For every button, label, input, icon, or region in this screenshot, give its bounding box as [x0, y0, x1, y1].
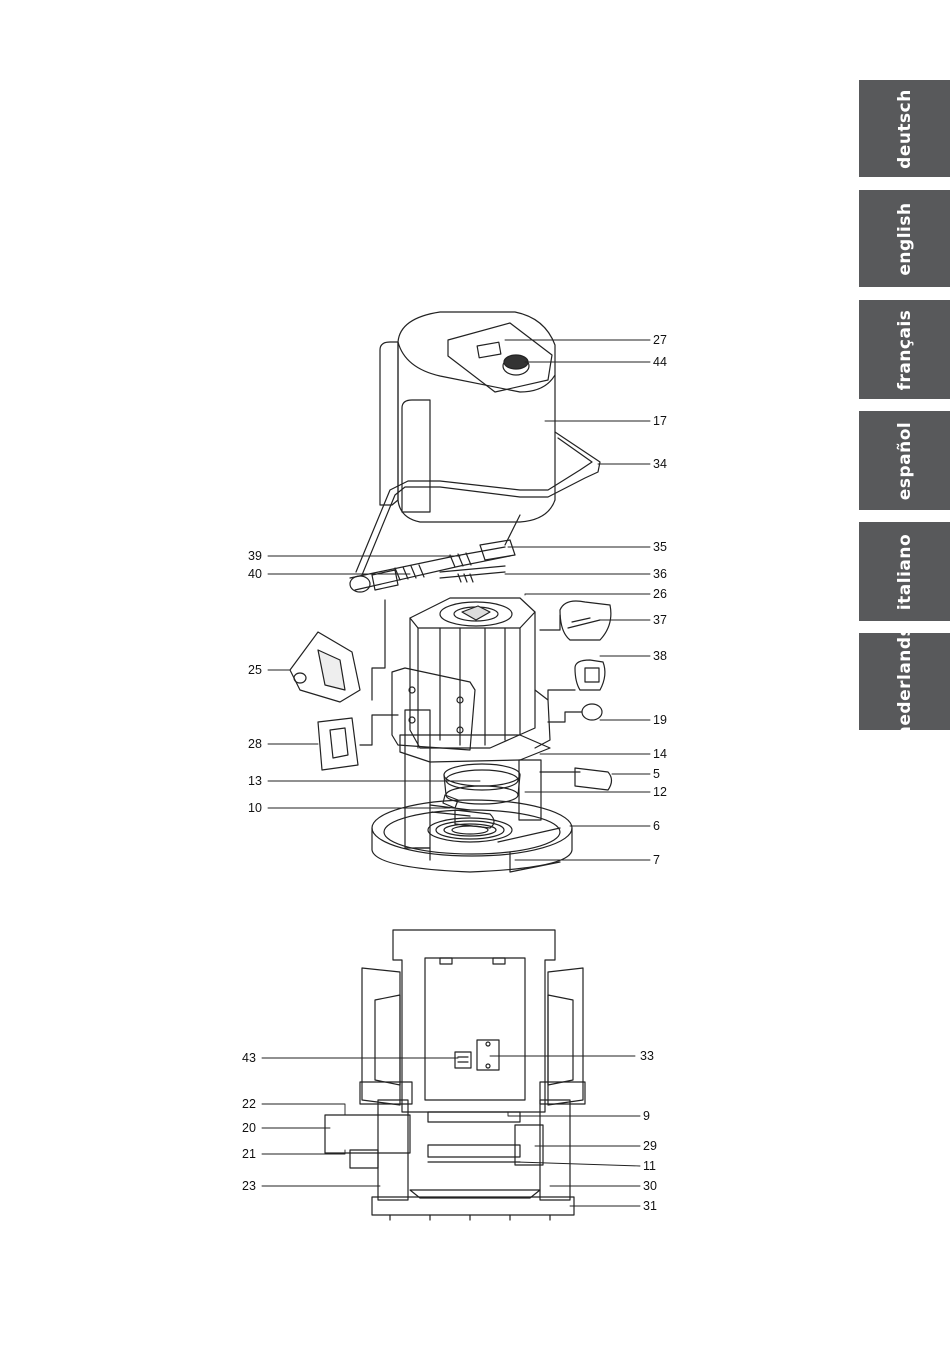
- callout-14: 14: [653, 747, 667, 761]
- callout-19: 19: [653, 713, 667, 727]
- callout-39: 39: [248, 549, 262, 563]
- callout-38: 38: [653, 649, 667, 663]
- callout-35: 35: [653, 540, 667, 554]
- callout-5: 5: [653, 767, 660, 781]
- callout-22: 22: [242, 1097, 256, 1111]
- callout-33: 33: [640, 1049, 654, 1063]
- callout-40: 40: [248, 567, 262, 581]
- callout-17: 17: [653, 414, 667, 428]
- callout-12: 12: [653, 785, 667, 799]
- bottom-view-callouts: 43 33 22 9 20 29 21 11 23 30 31: [242, 1049, 657, 1213]
- callout-36: 36: [653, 567, 667, 581]
- callout-34: 34: [653, 457, 667, 471]
- callout-37: 37: [653, 613, 667, 627]
- callout-26: 26: [653, 587, 667, 601]
- callout-6: 6: [653, 819, 660, 833]
- callout-10: 10: [248, 801, 262, 815]
- callout-20: 20: [242, 1121, 256, 1135]
- callout-11: 11: [643, 1159, 656, 1173]
- bottom-view-illustration: [325, 930, 585, 1220]
- callout-21: 21: [242, 1147, 256, 1161]
- callout-44: 44: [653, 355, 667, 369]
- exploded-view-illustration: [290, 312, 612, 872]
- callout-30: 30: [643, 1179, 657, 1193]
- callout-25: 25: [248, 663, 262, 677]
- callout-13: 13: [248, 774, 262, 788]
- callout-9: 9: [643, 1109, 650, 1123]
- callout-28: 28: [248, 737, 262, 751]
- callout-43: 43: [242, 1051, 256, 1065]
- callout-23: 23: [242, 1179, 256, 1193]
- callout-27: 27: [653, 333, 667, 347]
- callout-29: 29: [643, 1139, 657, 1153]
- callout-31: 31: [643, 1199, 657, 1213]
- callout-7: 7: [653, 853, 660, 867]
